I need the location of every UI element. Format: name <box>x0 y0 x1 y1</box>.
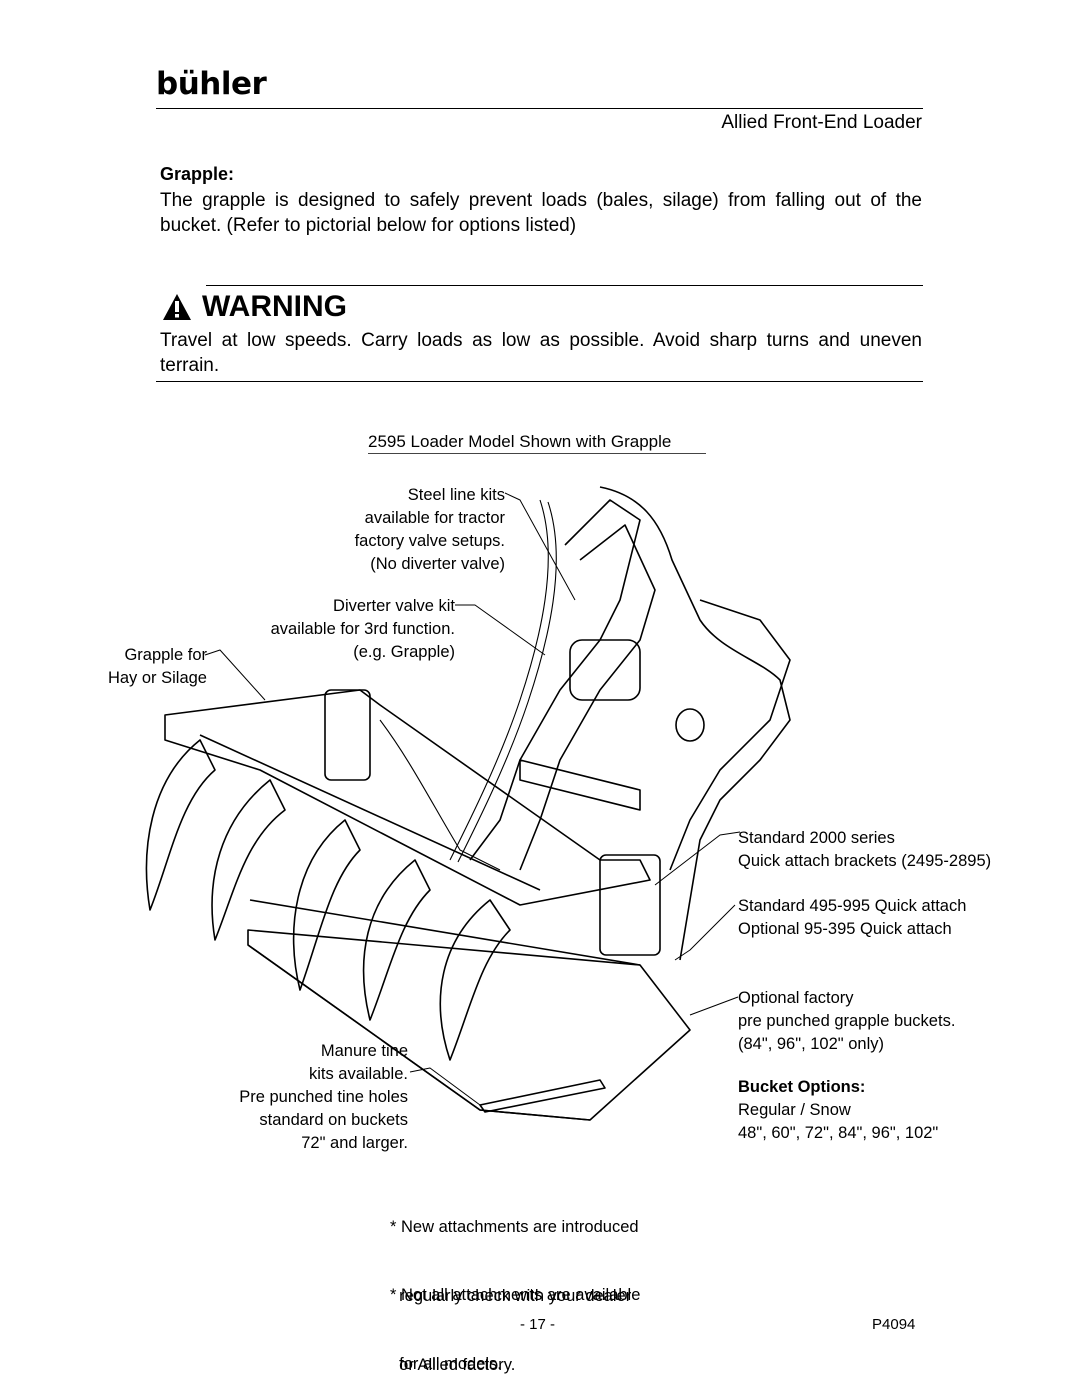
callout-line: Standard 495-995 Quick attach <box>738 897 967 915</box>
callout-line: Optional 95-395 Quick attach <box>738 920 952 938</box>
callout-line: (e.g. Grapple) <box>353 643 455 661</box>
callout-line: Standard 2000 series <box>738 829 895 847</box>
callout-diverter-valve: Diverter valve kit available for 3rd fun… <box>271 595 455 664</box>
grapple-tine-4 <box>362 859 431 1021</box>
callout-line: pre punched grapple buckets. <box>738 1012 956 1030</box>
section-body: The grapple is designed to safely preven… <box>160 190 922 236</box>
header-rule <box>156 108 923 109</box>
hose-lines <box>449 499 549 861</box>
grapple-tine-2 <box>211 779 286 941</box>
callout-line: available for 3rd function. <box>270 620 455 638</box>
callout-optional-factory: Optional factory pre punched grapple buc… <box>738 987 955 1056</box>
callout-line: Diverter valve kit <box>333 597 455 615</box>
callout-line: available for tractor <box>364 509 505 527</box>
leader-steel-line <box>504 492 576 601</box>
hose-to-grapple <box>379 719 501 871</box>
callout-grapple-for: Grapple for Hay or Silage <box>108 644 207 690</box>
callout-line: Manure tine <box>320 1042 408 1060</box>
note-line: * New attachments are introduced <box>390 1218 639 1236</box>
manure-tine <box>479 1079 606 1113</box>
figure-caption-underline <box>368 453 706 454</box>
callout-line: Steel line kits <box>407 486 505 504</box>
figure-caption: 2595 Loader Model Shown with Grapple <box>368 432 672 451</box>
warning-heading: WARNING <box>162 290 347 324</box>
leader-optional-factory <box>689 996 739 1016</box>
brand-logo: bühler <box>156 66 267 102</box>
callout-manure-tine: Manure tine kits available. Pre punched … <box>239 1040 408 1155</box>
section-title: Grapple: <box>160 164 235 184</box>
grapple-frame-top <box>164 689 651 906</box>
grapple-tine-1 <box>145 739 216 911</box>
callout-line: standard on buckets <box>259 1111 408 1129</box>
callout-standard-2000: Standard 2000 series Quick attach bracke… <box>738 827 991 873</box>
bucket-options-block: Bucket Options: Regular / Snow 48", 60",… <box>738 1076 938 1145</box>
note-line: regularly check with your dealer <box>390 1287 632 1305</box>
warning-body: Travel at low speeds. Carry loads as low… <box>160 330 922 376</box>
cross-tube <box>519 759 641 811</box>
note-line: for all models. <box>390 1355 502 1373</box>
callout-line: (84", 96", 102" only) <box>738 1035 884 1053</box>
warning-top-rule <box>206 285 923 286</box>
leader-standard-2000 <box>654 831 741 886</box>
callout-line: Quick attach brackets (2495-2895) <box>738 852 992 870</box>
page-number: - 17 - <box>520 1316 556 1333</box>
document-code: P4094 <box>872 1316 916 1333</box>
bucket-options-line: Regular / Snow <box>738 1101 851 1119</box>
callout-steel-line-kits: Steel line kits available for tractor fa… <box>355 484 505 576</box>
loader-arm-inner <box>519 524 656 871</box>
note-not-all-attachments: * Not all attachments are available for … <box>390 1238 640 1399</box>
leader-standard-495 <box>674 904 736 961</box>
grapple-tine-5 <box>439 899 511 1061</box>
leader-diverter <box>455 604 546 656</box>
bucket-options-title: Bucket Options: <box>738 1078 866 1096</box>
grapple-bracket-left <box>324 689 371 781</box>
loader-arm-right <box>669 599 791 871</box>
grapple-tine-3 <box>292 819 361 991</box>
callout-line: factory valve setups. <box>354 532 505 550</box>
grapple-bar <box>199 734 541 891</box>
grapple-bracket-right <box>599 854 661 956</box>
leader-manure-tine <box>409 1067 481 1106</box>
callout-line: Grapple for <box>124 646 207 664</box>
bucket-back <box>249 899 641 966</box>
callout-standard-495: Standard 495-995 Quick attach Optional 9… <box>738 895 966 941</box>
hose-lines-2 <box>457 501 557 863</box>
bucket-cutting-edge <box>247 944 591 1121</box>
callout-line: Hay or Silage <box>107 669 207 687</box>
hydraulic-cylinder <box>569 639 641 701</box>
callout-line: Pre punched tine holes <box>239 1088 408 1106</box>
callout-line: 72" and larger. <box>301 1134 408 1152</box>
callout-line: kits available. <box>308 1065 408 1083</box>
callout-line: (No diverter valve) <box>370 555 505 573</box>
document-subtitle: Allied Front-End Loader <box>721 112 922 133</box>
warning-triangle-icon <box>162 293 192 321</box>
leader-grapple-for <box>204 649 266 701</box>
pivot-boss <box>675 708 705 742</box>
warning-bottom-rule <box>156 381 923 382</box>
bucket-options-line: 48", 60", 72", 84", 96", 102" <box>738 1124 939 1142</box>
note-line: * Not all attachments are available <box>390 1286 641 1304</box>
loader-tower-outline <box>599 486 791 961</box>
callout-line: Optional factory <box>738 989 854 1007</box>
note-line: or Allied factory. <box>390 1356 516 1374</box>
note-new-attachments: * New attachments are introduced regular… <box>390 1170 639 1400</box>
warning-title: WARNING <box>202 290 347 323</box>
